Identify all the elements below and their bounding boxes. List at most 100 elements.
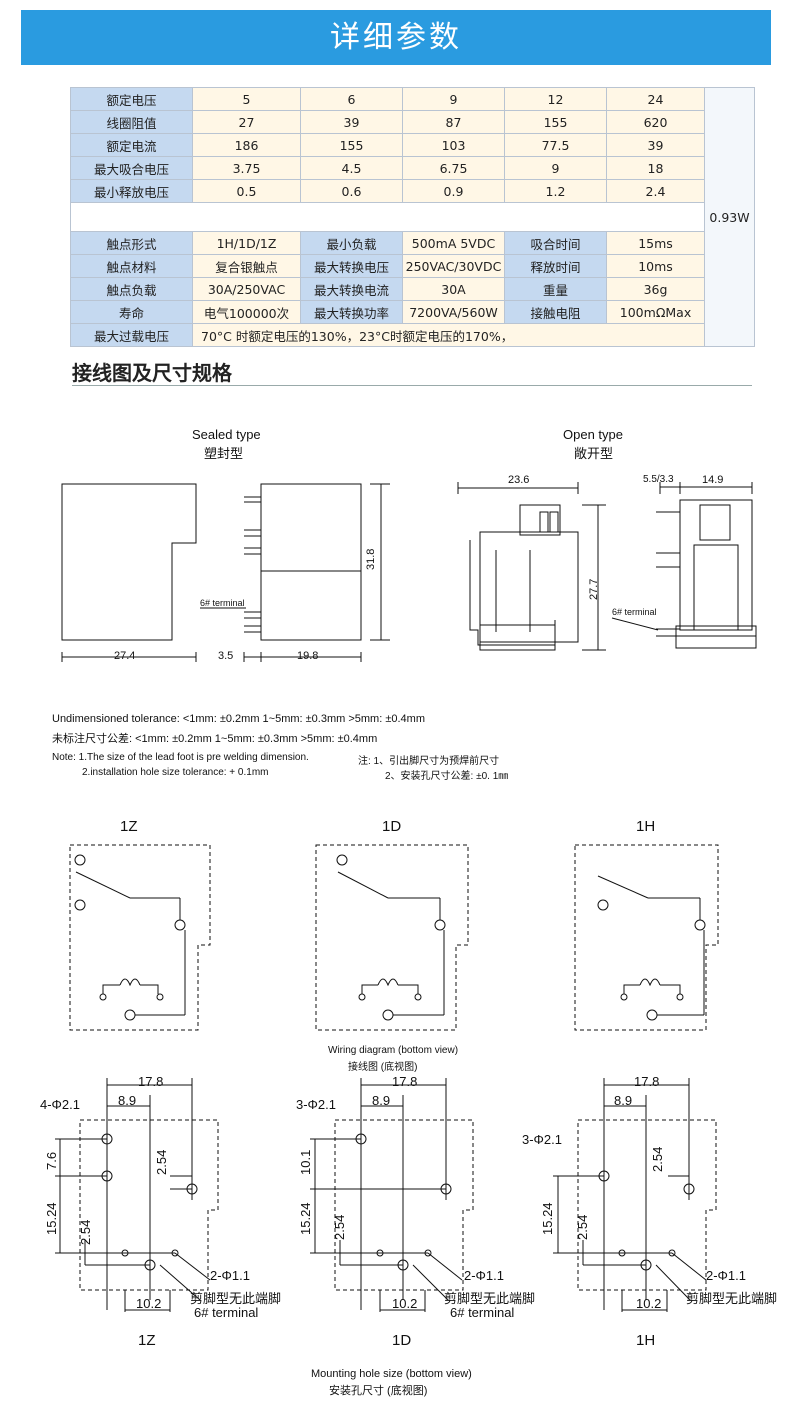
note-2-en: 2.installation hole size tolerance: + 0.… [82,767,269,778]
spec-value: 10ms [606,254,705,278]
spec-value: 30A [402,277,505,301]
spec-label: 寿命 [70,300,193,324]
mount-1z-holes: 4-Φ2.1 [40,1097,81,1112]
dim-open-height: 27.7 [588,578,600,600]
mount-caption-cn: 安装孔尺寸 (底视图) [329,1385,428,1397]
sealed-type-label: Sealed type [192,427,261,442]
spec-label: 触点负载 [70,277,193,301]
mount-1d-d101: 10.1 [298,1149,313,1175]
sealed-front-outline [61,483,197,641]
param-value: 27 [192,110,301,134]
dim-pin-offset: 5.5/3.3 [643,474,674,485]
param-label: 额定电压 [70,87,193,111]
param-value: 87 [402,110,505,134]
tolerance-cn: 未标注尺寸公差: <1mm: ±0.2mm 1~5mm: ±0.3mm >5mm… [52,733,378,745]
mount-label-1d: 1D [392,1332,412,1349]
mount-1h-d89: 8.9 [614,1093,633,1108]
wiring-caption-en: Wiring diagram (bottom view) [328,1045,459,1056]
mounting-1z [55,1078,211,1312]
wiring-1z [74,854,186,1021]
param-value: 155 [300,133,403,157]
mount-1h-cut: 剪脚型无此端脚 [686,1291,778,1306]
spec-value: 1H/1D/1Z [192,231,301,255]
mount-1z-term: 6# terminal [194,1305,259,1320]
spec-value: 复合银触点 [192,254,301,278]
param-value: 39 [606,133,705,157]
terminal-label-2: 6# terminal [612,607,657,617]
param-value: 77.5 [504,133,607,157]
param-value: 3.75 [192,156,301,180]
mount-1d-d102: 10.2 [392,1296,418,1311]
mount-1h-d178: 17.8 [634,1074,660,1089]
open-type-label: Open type [563,427,623,442]
mount-1z-d254a: 2.54 [78,1219,93,1245]
sealed-side-body [260,483,362,641]
mount-1d-d1524: 15.24 [298,1202,313,1235]
mounting-1d [310,1078,463,1312]
param-value: 12 [504,87,607,111]
param-label: 最小释放电压 [70,179,193,203]
mount-1d-small: 2-Φ1.1 [464,1268,505,1283]
mount-1h-d1524: 15.24 [540,1202,555,1235]
param-value: 24 [606,87,705,111]
mount-label-1z: 1Z [138,1332,156,1349]
spec-value: 100mΩMax [606,300,705,324]
param-value: 0.6 [300,179,403,203]
mount-1z-d1524: 15.24 [44,1202,59,1235]
mount-1d-term: 6# terminal [450,1305,515,1320]
param-label: 最大吸合电压 [70,156,193,180]
dim-depth: 19.8 [297,650,319,662]
section-divider [72,385,752,386]
coil-power: 0.93W [704,87,755,347]
param-value: 6 [300,87,403,111]
mount-1z-cut: 剪脚型无此端脚 [190,1291,282,1306]
spec-value: 36g [606,277,705,301]
spec-label: 重量 [504,277,607,301]
overload-text: 70°C 时额定电压的130%，23°C时额定电压的170%， [192,323,705,347]
mount-1d-holes: 3-Φ2.1 [296,1097,337,1112]
mount-1z-d102: 10.2 [136,1296,162,1311]
mount-1d-cut: 剪脚型无此端脚 [444,1291,536,1306]
param-label: 额定电流 [70,133,193,157]
dim-width: 27.4 [114,650,136,662]
dim-open-width: 23.6 [508,474,530,486]
mount-1z-small: 2-Φ1.1 [210,1268,251,1283]
sealed-type-label-cn: 塑封型 [204,446,244,461]
param-value: 620 [606,110,705,134]
spec-value: 15ms [606,231,705,255]
mounting-1h [553,1078,707,1312]
param-value: 4.5 [300,156,403,180]
mount-caption-en: Mounting hole size (bottom view) [311,1368,472,1380]
dim-height: 31.8 [365,548,377,570]
param-value: 1.2 [504,179,607,203]
terminal-label: 6# terminal [200,598,245,608]
table-gap-row [70,202,755,232]
mount-1z-d178: 17.8 [138,1074,164,1089]
mount-1h-d102: 10.2 [636,1296,662,1311]
mount-1z-d89: 8.9 [118,1093,137,1108]
wiring-outlines [69,844,719,1031]
spec-value: 30A/250VAC [192,277,301,301]
page-banner: 详细参数 [21,10,771,65]
wiring-label-1d: 1D [382,818,402,835]
param-label: 线圈阻值 [70,110,193,134]
param-value: 5 [192,87,301,111]
tolerance-en: Undimensioned tolerance: <1mm: ±0.2mm 1~… [52,713,425,725]
overload-label: 最大过载电压 [70,323,193,347]
note-1-cn: 注: 1、引出脚尺寸为预焊前尺寸 [358,756,500,767]
spec-label: 触点形式 [70,231,193,255]
table-gap [70,202,705,232]
mount-1d-d178: 17.8 [392,1074,418,1089]
mount-1d-d89: 8.9 [372,1093,391,1108]
mount-label-1h: 1H [636,1332,656,1349]
param-value: 186 [192,133,301,157]
mount-1z-d254b: 2.54 [154,1149,169,1175]
